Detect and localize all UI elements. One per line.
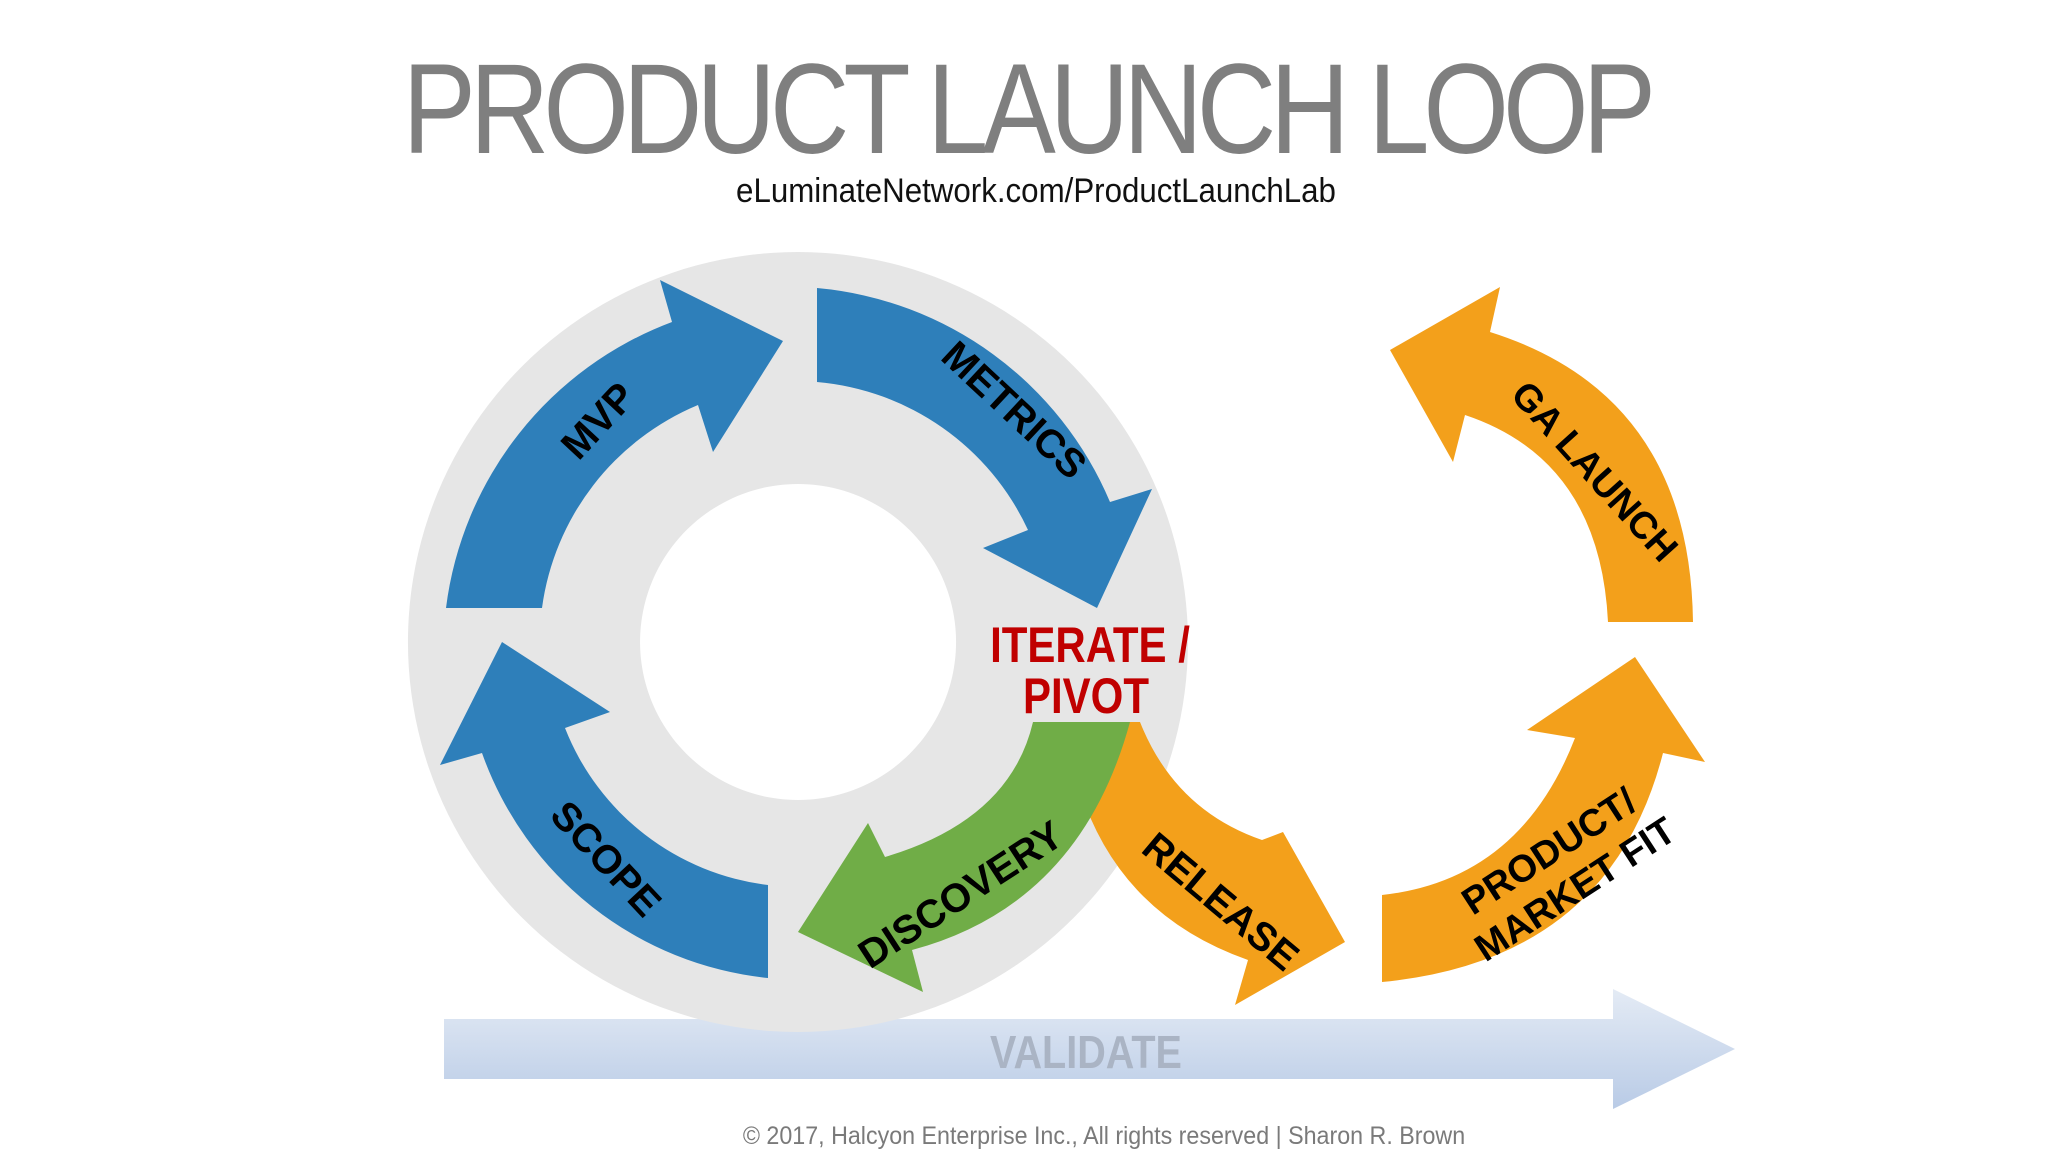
scope-arrow: SCOPE xyxy=(440,642,768,978)
release-arrow: RELEASE xyxy=(1080,722,1345,1005)
validate-label: VALIDATE xyxy=(990,1027,1182,1078)
pivot-label: PIVOT xyxy=(1023,668,1149,724)
page-title: PRODUCT LAUNCH LOOP xyxy=(402,38,1656,181)
iterate-label: ITERATE / xyxy=(990,617,1190,673)
product-market-fit-arrow: PRODUCT/ MARKET FIT xyxy=(1382,657,1705,982)
ga-launch-arrow: GA LAUNCH xyxy=(1390,287,1693,622)
validate-arrow: VALIDATE xyxy=(444,989,1735,1109)
footer-copyright: © 2017, Halcyon Enterprise Inc., All rig… xyxy=(742,1122,1466,1150)
subtitle-url: eLuminateNetwork.com/ProductLaunchLab xyxy=(736,172,1336,210)
